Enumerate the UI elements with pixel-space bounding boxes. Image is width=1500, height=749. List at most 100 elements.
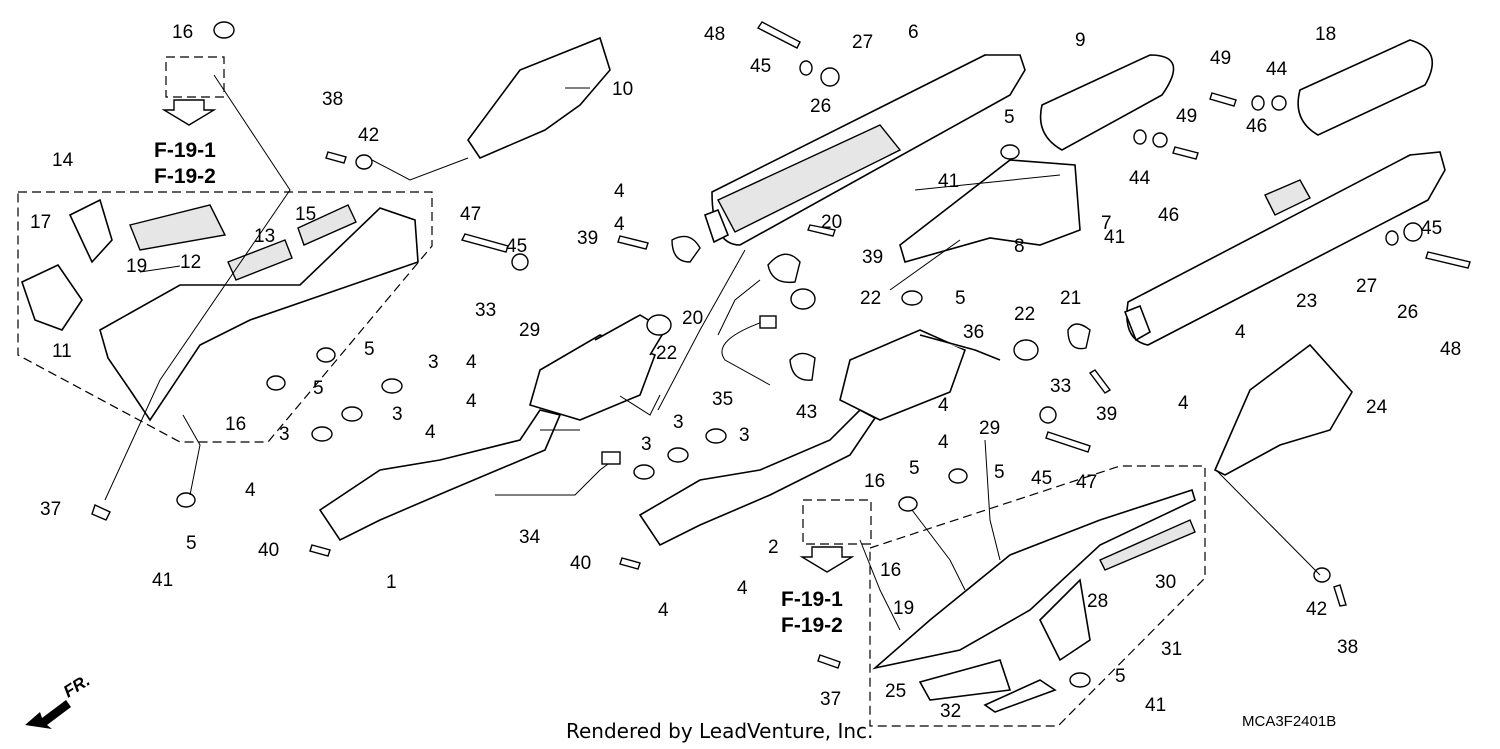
callout-17: 17	[30, 212, 51, 233]
callout-2: 2	[768, 537, 779, 558]
callout-9: 9	[1075, 30, 1086, 51]
bolts	[91, 21, 1471, 669]
callout-3: 3	[279, 424, 290, 445]
callout-4: 4	[425, 422, 436, 443]
callout-4: 4	[737, 578, 748, 599]
callout-5: 5	[313, 378, 324, 399]
callout-39: 39	[862, 247, 883, 268]
callout-15: 15	[295, 204, 316, 225]
direction-label: FR.	[60, 671, 93, 702]
reference-arrow-left	[161, 99, 217, 126]
callout-28: 28	[1087, 591, 1108, 612]
callout-3: 3	[392, 404, 403, 425]
callout-4: 4	[614, 181, 625, 202]
callout-48: 48	[704, 24, 725, 45]
leader-lines	[104, 74, 1321, 631]
callout-13: 13	[254, 226, 275, 247]
front-direction-arrow	[25, 700, 71, 729]
muffler-right-23	[1123, 151, 1446, 346]
callout-37: 37	[40, 499, 61, 520]
callout-3: 3	[739, 425, 750, 446]
callout-41: 41	[1104, 227, 1125, 248]
callout-20: 20	[821, 212, 842, 233]
callout-45: 45	[750, 56, 771, 77]
o2-sensor-35	[721, 315, 777, 386]
callout-10: 10	[612, 79, 633, 100]
callout-4: 4	[466, 352, 477, 373]
callout-29: 29	[979, 418, 1000, 439]
callout-45: 45	[1421, 218, 1442, 239]
ref-line-2-right: F-19-2	[781, 614, 843, 637]
callout-labels: 1 2 3 3 3 3 3 3 4 4 4 4 4 4 4 4 4 4 4 4 …	[30, 22, 1461, 722]
catalytic-converter-right	[839, 329, 1001, 421]
callout-46: 46	[1158, 205, 1179, 226]
heat-shield-10	[467, 36, 611, 159]
callout-20: 20	[682, 308, 703, 329]
callout-27: 27	[1356, 276, 1377, 297]
callout-4: 4	[658, 600, 669, 621]
callout-33: 33	[1050, 376, 1071, 397]
callout-5: 5	[1004, 107, 1015, 128]
callout-40: 40	[258, 540, 279, 561]
callout-22: 22	[1014, 304, 1035, 325]
callout-8: 8	[1014, 236, 1025, 257]
muffler-left-6	[703, 54, 1026, 246]
callout-14: 14	[52, 150, 74, 171]
callout-42: 42	[1306, 599, 1327, 620]
ref-line-1-left: F-19-1	[154, 139, 216, 162]
callout-49: 49	[1176, 106, 1197, 127]
callout-27: 27	[852, 32, 873, 53]
callout-11: 11	[52, 341, 72, 362]
callout-5: 5	[955, 288, 966, 309]
callout-21: 21	[1060, 288, 1081, 309]
muffler-cap-18	[1297, 39, 1434, 136]
callout-46: 46	[1246, 116, 1267, 137]
callout-29: 29	[519, 320, 540, 341]
callout-22: 22	[860, 288, 881, 309]
callout-22: 22	[656, 343, 677, 364]
o2-sensor-34	[495, 451, 621, 496]
heat-guard-left-group	[21, 198, 419, 422]
callout-35: 35	[712, 389, 733, 410]
callout-49: 49	[1210, 48, 1231, 69]
callout-43: 43	[796, 402, 817, 423]
callout-33: 33	[475, 300, 496, 321]
callout-16: 16	[225, 414, 246, 435]
hardware-pieces	[176, 21, 1423, 688]
callout-4: 4	[245, 480, 256, 501]
footer-credit: Rendered by LeadVenture, Inc.	[566, 719, 873, 743]
callout-3: 3	[428, 352, 439, 373]
callout-5: 5	[364, 339, 375, 360]
catalytic-converter-left	[529, 314, 667, 421]
callout-48: 48	[1440, 339, 1461, 360]
callout-34: 34	[519, 527, 541, 548]
callout-26: 26	[810, 96, 831, 117]
callout-6: 6	[908, 22, 919, 43]
heat-shield-7	[899, 159, 1081, 263]
callout-37: 37	[820, 689, 841, 710]
callout-16: 16	[172, 22, 193, 43]
callout-32: 32	[940, 701, 961, 722]
callout-47: 47	[1076, 472, 1097, 493]
ref-line-1-right: F-19-1	[781, 588, 843, 611]
callout-16: 16	[880, 560, 901, 581]
callout-4: 4	[614, 214, 625, 235]
callout-36: 36	[963, 322, 984, 343]
heat-shield-24	[1213, 343, 1353, 476]
callout-4: 4	[1178, 393, 1189, 414]
callout-39: 39	[1096, 404, 1117, 425]
callout-41: 41	[938, 171, 959, 192]
callout-4: 4	[938, 432, 949, 453]
callout-5: 5	[909, 458, 920, 479]
callout-23: 23	[1296, 291, 1317, 312]
callout-44: 44	[1266, 59, 1288, 80]
callout-5: 5	[186, 533, 197, 554]
callout-30: 30	[1155, 572, 1176, 593]
callout-44: 44	[1129, 168, 1151, 189]
reference-label-right: F-19-1 F-19-2	[781, 588, 843, 637]
callout-16: 16	[864, 471, 885, 492]
callout-12: 12	[180, 252, 201, 273]
callout-4: 4	[938, 395, 949, 416]
callout-19: 19	[126, 256, 147, 277]
